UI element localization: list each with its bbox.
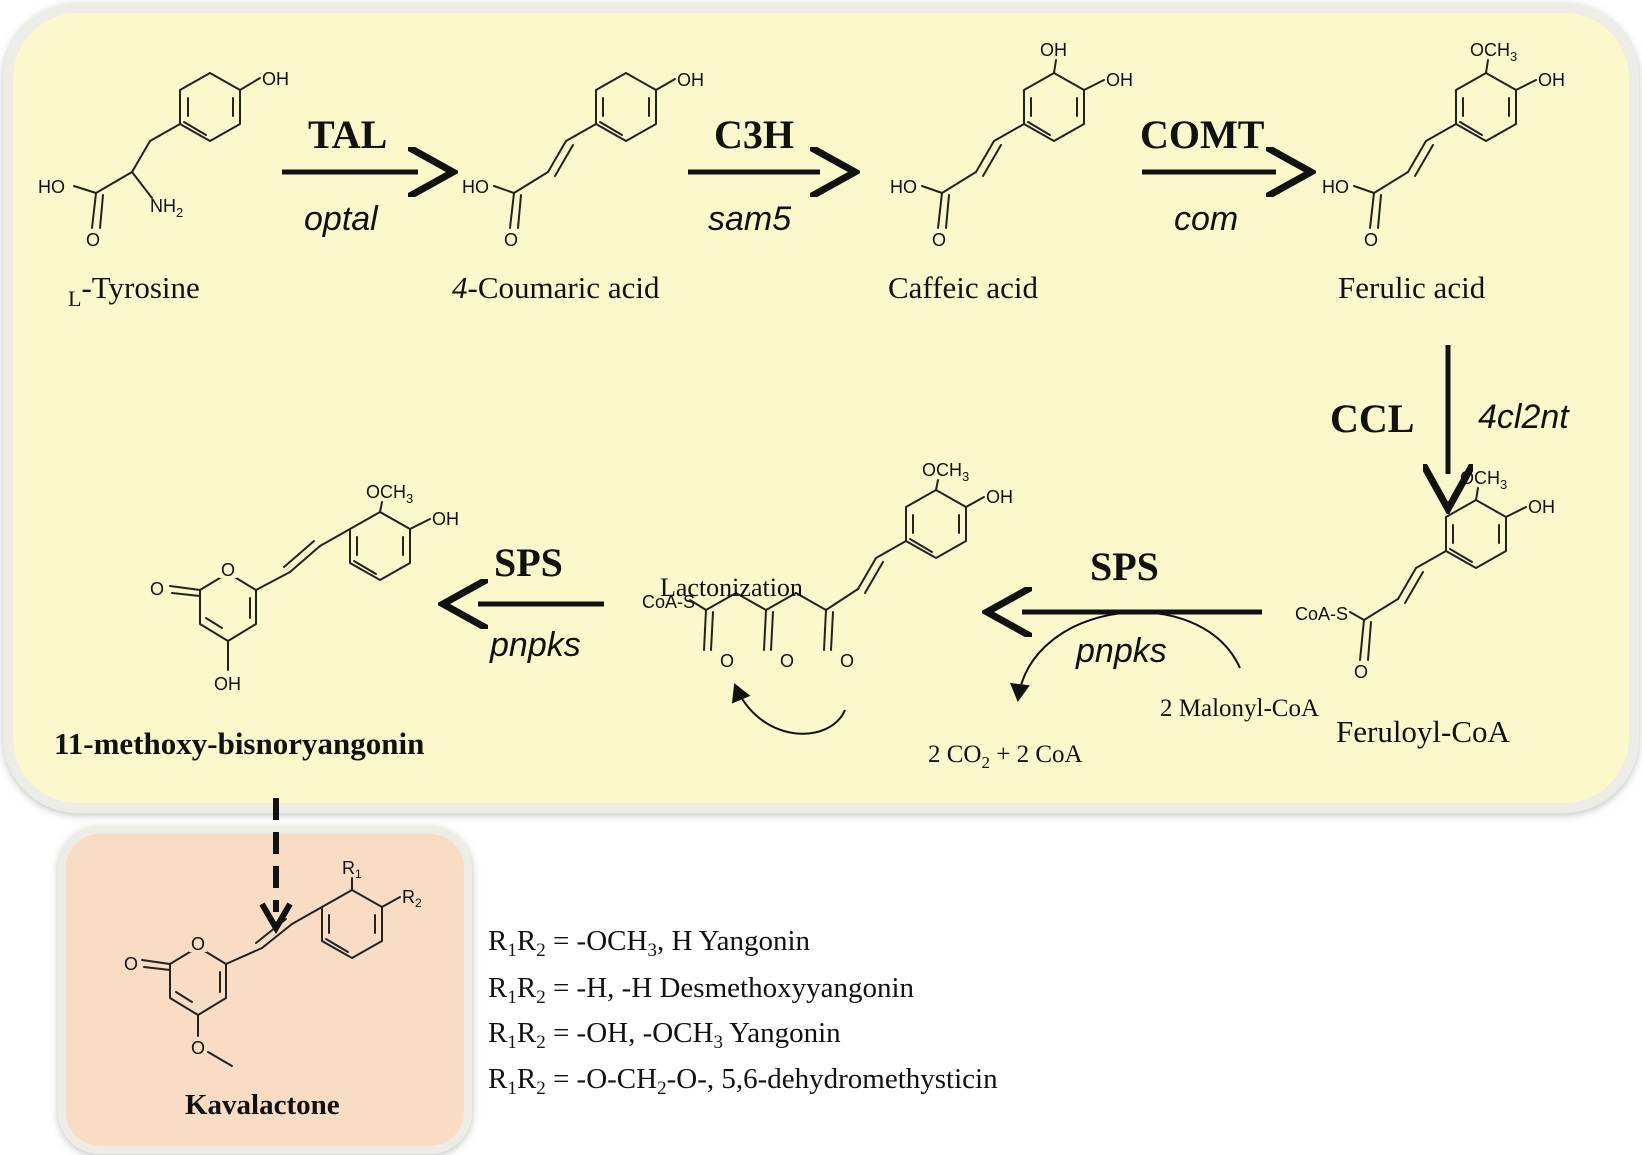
caffeic-structure: OH OH HO O bbox=[890, 40, 1133, 250]
feruloyl-label: Feruloyl-CoA bbox=[1336, 714, 1511, 749]
gene-pnpks2: pnpks bbox=[489, 626, 581, 664]
enzyme-c3h: C3H bbox=[714, 112, 794, 157]
tyrosine-nh2: NH2 bbox=[150, 196, 183, 220]
enzyme-sps1: SPS bbox=[1090, 544, 1159, 589]
r-group-line-3: R1R2 = -OH, -OCH3 Yangonin bbox=[488, 1017, 841, 1053]
ferulic-oh: OH bbox=[1538, 70, 1565, 90]
ferulic-label: Ferulic acid bbox=[1338, 270, 1486, 305]
r-group-line-2: R1R2 = -H, -H Desmethoxyyangonin bbox=[488, 972, 915, 1008]
bisnoryangonin-carbonyl-o: O bbox=[150, 579, 164, 599]
tyrosine-oh: OH bbox=[262, 69, 289, 89]
tyrosine-label: L-Tyrosine bbox=[68, 270, 200, 311]
gene-com: com bbox=[1174, 200, 1238, 238]
arrow-to-kavalactone-head bbox=[259, 902, 293, 934]
tyrosine-structure: OH HO NH2 O bbox=[38, 69, 289, 250]
coumaric-label: 4-Coumaric acid bbox=[452, 270, 660, 305]
coumaric-structure: OH HO O bbox=[462, 70, 704, 250]
caffeic-ho: HO bbox=[890, 177, 917, 197]
enzyme-comt: COMT bbox=[1140, 112, 1265, 157]
caffeic-label: Caffeic acid bbox=[888, 270, 1039, 305]
feruloyl-o: O bbox=[1354, 662, 1368, 682]
kavalactone-label: Kavalactone bbox=[185, 1089, 340, 1121]
enzyme-ccl: CCL bbox=[1330, 396, 1414, 441]
ferulic-ho: HO bbox=[1322, 177, 1349, 197]
r-group-line-4: R1R2 = -O-CH2-O-, 5,6-dehydromethysticin bbox=[488, 1063, 998, 1099]
triketide-oh: OH bbox=[986, 487, 1013, 507]
kavalactone-ring-o: O bbox=[191, 934, 205, 954]
r-group-line-1: R1R2 = -OCH3, H Yangonin bbox=[488, 925, 811, 961]
feruloyl-oh: OH bbox=[1528, 497, 1555, 517]
caffeic-oh-top: OH bbox=[1040, 40, 1067, 60]
malonyl-curved-arrow bbox=[1010, 611, 1241, 702]
caffeic-o: O bbox=[932, 230, 946, 250]
kavalactone-carbonyl-o: O bbox=[124, 954, 138, 974]
feruloyl-coas: CoA-S bbox=[1295, 604, 1348, 624]
coumaric-oh: OH bbox=[677, 70, 704, 90]
triketide-och3: OCH3 bbox=[922, 460, 969, 484]
feruloyl-structure: OCH3 OH CoA-S O bbox=[1295, 468, 1555, 682]
triketide-coas: CoA-S bbox=[642, 592, 695, 612]
triketide-o3: O bbox=[840, 651, 854, 671]
gene-optal: optal bbox=[304, 200, 379, 238]
kavalactone-r1: R1 bbox=[342, 858, 362, 881]
caffeic-oh: OH bbox=[1106, 70, 1133, 90]
enzyme-tal: TAL bbox=[308, 112, 387, 157]
lactonization-label: Lactonization bbox=[660, 573, 803, 602]
kavalactone-panel bbox=[58, 826, 472, 1154]
tyrosine-o: O bbox=[86, 230, 100, 250]
bisnoryangonin-label: 11-methoxy-bisnoryangonin bbox=[54, 726, 424, 761]
enzyme-sps2: SPS bbox=[494, 540, 563, 585]
kavalactone-methoxy-o: O bbox=[191, 1038, 205, 1058]
co2-coa-label: 2 CO2 + 2 CoA bbox=[928, 741, 1083, 772]
coumaric-ho: HO bbox=[462, 177, 489, 197]
triketide-o2: O bbox=[780, 651, 794, 671]
gene-4cl2nt: 4cl2nt bbox=[1478, 398, 1570, 436]
triketide-intermediate: OCH3 OH CoA-S O O O bbox=[642, 460, 1013, 735]
gene-pnpks1: pnpks bbox=[1075, 632, 1167, 670]
ferulic-structure: OCH3 OH HO O bbox=[1322, 40, 1565, 250]
gene-sam5: sam5 bbox=[708, 200, 791, 238]
ferulic-och3: OCH3 bbox=[1470, 40, 1517, 64]
kavalactone-structure: O O O R1 R2 bbox=[124, 858, 422, 1067]
main-pathway-panel bbox=[3, 3, 1639, 813]
bisnoryangonin-oh-ring: OH bbox=[432, 509, 459, 529]
triketide-o1: O bbox=[720, 651, 734, 671]
malonyl-coa-label: 2 Malonyl-CoA bbox=[1160, 695, 1319, 722]
ferulic-o: O bbox=[1364, 230, 1378, 250]
r-group-legend: R1R2 = -OCH3, H Yangonin R1R2 = -H, -H D… bbox=[488, 925, 998, 1099]
tyrosine-ho: HO bbox=[38, 177, 65, 197]
kavalactone-r2: R2 bbox=[402, 887, 422, 910]
bisnoryangonin-structure: O O OH OCH3 OH bbox=[150, 482, 459, 694]
bisnoryangonin-och3: OCH3 bbox=[366, 482, 413, 506]
bisnoryangonin-ring-o: O bbox=[221, 560, 235, 580]
coumaric-o: O bbox=[504, 230, 518, 250]
bisnoryangonin-oh: OH bbox=[214, 674, 241, 694]
